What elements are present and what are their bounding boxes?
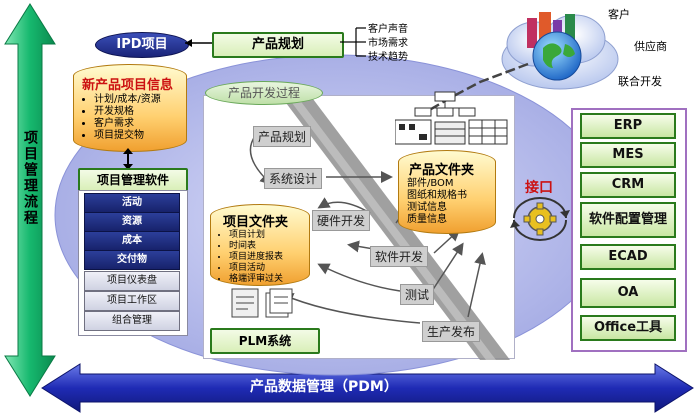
stage-software-dev[interactable]: 软件开发 xyxy=(370,246,429,267)
stage-production-release[interactable]: 生产发布 xyxy=(422,321,481,342)
product-planning-label: 产品规划 xyxy=(251,37,304,52)
system-ecad-button[interactable]: ECAD xyxy=(580,244,676,270)
cloud-label-joint-dev: 联合开发 xyxy=(618,75,662,88)
new-product-info-item: 开发规格 xyxy=(94,106,186,118)
cloud-label-supplier: 供应商 xyxy=(634,40,667,53)
product-folder-list: 部件/BOM 图纸和规格书 测试信息 质量信息 xyxy=(399,178,495,226)
system-mes-button[interactable]: MES xyxy=(580,142,676,168)
project-folder-item: 项目计划 xyxy=(229,230,309,241)
module-deliverable-button[interactable]: 交付物 xyxy=(84,250,180,270)
product-folder-cylinder[interactable]: 产品文件夹 部件/BOM 图纸和规格书 测试信息 质量信息 xyxy=(398,150,496,234)
new-product-info-item: 计划/成本/资源 xyxy=(94,94,186,106)
product-folder-item: 测试信息 xyxy=(407,202,447,213)
gear-icon xyxy=(510,197,570,241)
system-crm-button[interactable]: CRM xyxy=(580,172,676,198)
planning-input-1: 客户声音 xyxy=(368,24,408,35)
bottom-axis-label: 产品数据管理（PDM） xyxy=(250,379,398,395)
project-folder-cylinder[interactable]: 项目文件夹 项目计划 时间表 项目进度报表 项目活动 格端评审过关 xyxy=(210,204,310,286)
product-folder-item: 图纸和规格书 xyxy=(407,190,467,201)
planning-input-brace xyxy=(340,27,366,57)
module-resource-button[interactable]: 资源 xyxy=(84,212,180,232)
pm-software-title-box[interactable]: 项目管理软件 xyxy=(78,168,188,192)
cloud-label-customer: 客户 xyxy=(608,8,630,21)
tool-dashboard-button[interactable]: 项目仪表盘 xyxy=(84,271,180,291)
system-oa-button[interactable]: OA xyxy=(580,278,676,308)
project-folder-item: 项目进度报表 xyxy=(229,252,309,263)
documents-icon xyxy=(231,288,293,318)
module-cost-button[interactable]: 成本 xyxy=(84,231,180,251)
tool-workspace-button[interactable]: 项目工作区 xyxy=(84,291,180,311)
new-product-info-title: 新产品项目信息 xyxy=(82,78,174,93)
vertical-arrow xyxy=(4,3,56,397)
ipd-project-oval[interactable]: IPD项目 xyxy=(95,32,189,58)
planning-input-3: 技术趋势 xyxy=(368,52,408,63)
interface-label: 接口 xyxy=(525,180,553,196)
project-folder-item: 格端评审过关 xyxy=(229,274,309,285)
stage-system-design[interactable]: 系统设计 xyxy=(264,168,323,189)
cloud-connector xyxy=(425,62,529,114)
dev-process-label: 产品开发过程 xyxy=(227,86,300,100)
plm-system-label: PLM系统 xyxy=(238,334,292,348)
new-product-info-list: 计划/成本/资源 开发规格 客户需求 项目提交物 xyxy=(74,94,186,142)
product-folder-title: 产品文件夹 xyxy=(409,163,475,178)
diagonal-band xyxy=(280,95,510,360)
system-scm-button[interactable]: 软件配置管理 xyxy=(580,202,676,238)
product-folder-item: 质量信息 xyxy=(407,214,447,225)
system-office-button[interactable]: Office工具 xyxy=(580,315,676,341)
process-flow-arrows xyxy=(249,134,486,324)
new-product-info-cylinder[interactable]: 新产品项目信息 计划/成本/资源 开发规格 客户需求 项目提交物 xyxy=(73,64,187,152)
plm-system-box[interactable]: PLM系统 xyxy=(210,328,320,354)
vertical-axis-label: 项目管理流程 xyxy=(22,130,38,226)
document-illustration-icon xyxy=(395,91,508,145)
info-to-software-arrow xyxy=(123,148,133,170)
stage-product-planning[interactable]: 产品规划 xyxy=(253,126,312,147)
planning-input-2: 市场需求 xyxy=(368,38,408,49)
stage-hardware-dev[interactable]: 硬件开发 xyxy=(312,210,371,231)
project-folder-item: 时间表 xyxy=(229,241,309,252)
new-product-info-item: 项目提交物 xyxy=(94,130,186,142)
pm-software-title: 项目管理软件 xyxy=(96,173,169,187)
ipd-project-label: IPD项目 xyxy=(116,37,168,52)
ipd-connector xyxy=(185,39,213,47)
product-folder-item: 部件/BOM xyxy=(407,178,454,189)
cloud-globe xyxy=(501,12,619,90)
bottom-arrow xyxy=(41,363,694,413)
stage-testing[interactable]: 测试 xyxy=(400,284,435,305)
new-product-info-item: 客户需求 xyxy=(94,118,186,130)
dev-process-oval: 产品开发过程 xyxy=(205,81,323,105)
product-planning-box[interactable]: 产品规划 xyxy=(212,32,344,58)
system-erp-button[interactable]: ERP xyxy=(580,113,676,139)
project-folder-title: 项目文件夹 xyxy=(223,215,289,230)
tool-portfolio-button[interactable]: 组合管理 xyxy=(84,311,180,331)
module-activity-button[interactable]: 活动 xyxy=(84,193,180,213)
project-folder-list: 项目计划 时间表 项目进度报表 项目活动 格端评审过关 xyxy=(211,230,309,285)
project-folder-item: 项目活动 xyxy=(229,263,309,274)
